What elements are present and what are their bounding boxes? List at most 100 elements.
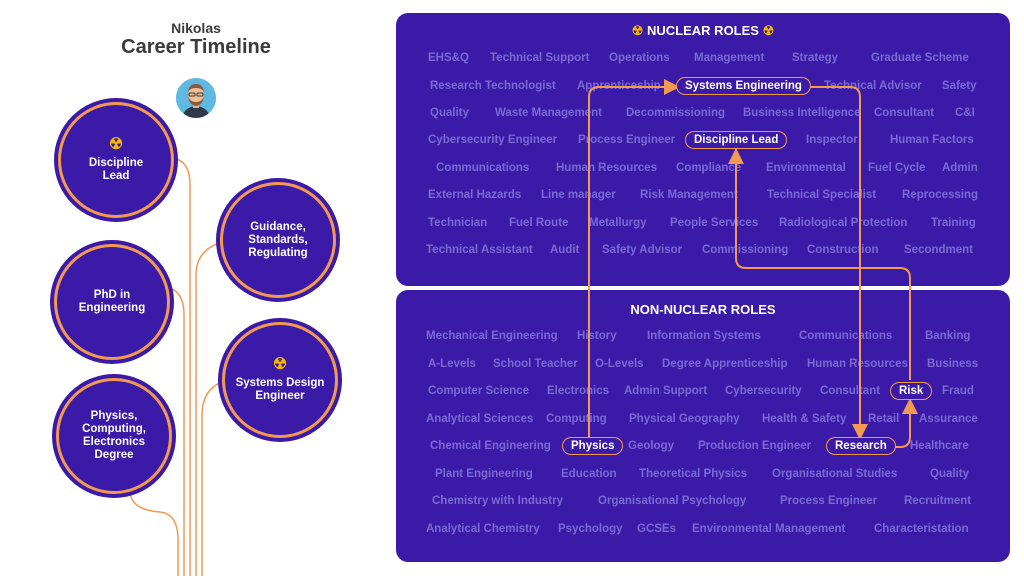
role-item: Technical Specialist <box>767 189 877 201</box>
role-item: Communications <box>436 162 530 174</box>
role-item: Safety Advisor <box>602 244 683 256</box>
role-item: Organisational Studies <box>772 468 898 480</box>
role-item: Plant Engineering <box>435 468 533 480</box>
role-item: Waste Management <box>495 107 602 119</box>
person-avatar-icon <box>176 78 216 118</box>
role-item: Analytical Chemistry <box>426 523 540 535</box>
timeline-label-line: Systems Design <box>235 376 325 389</box>
role-item: Decommissioning <box>626 107 726 119</box>
radiation-icon: ☢ <box>631 23 644 38</box>
role-item: Communications <box>799 330 893 342</box>
role-item: Chemical Engineering <box>430 440 551 452</box>
timeline-label-line: PhD in <box>93 289 131 301</box>
timeline-item-systems-design-engineer: ☢ Systems Design Engineer <box>222 322 338 438</box>
role-item: Risk Management <box>640 189 738 201</box>
role-item: School Teacher <box>493 358 578 370</box>
role-item: Technical Advisor <box>824 80 922 92</box>
radiation-icon: ☢ <box>272 355 288 373</box>
role-item: Consultant <box>874 107 935 119</box>
role-item: Psychology <box>558 523 623 535</box>
role-item: Theoretical Physics <box>639 468 748 480</box>
role-item: Computer Science <box>428 385 529 397</box>
timeline-label-line: Computing, <box>82 423 146 435</box>
role-item: Inspector <box>806 134 858 146</box>
role-item: Research Technologist <box>430 80 556 92</box>
highlighted-role-physics: Physics <box>562 437 624 455</box>
role-item: GCSEs <box>637 523 676 535</box>
role-item: O-Levels <box>595 358 644 370</box>
role-item: Human Resources <box>807 358 908 370</box>
role-item: Environmental Management <box>692 523 846 535</box>
role-item: Fraud <box>942 385 974 397</box>
role-item: Radiological Protection <box>779 217 908 229</box>
role-item: Admin Support <box>624 385 708 397</box>
nuclear-roles-panel: ☢ NUCLEAR ROLES ☢ EHS&Q Technical Suppor… <box>396 13 1010 286</box>
role-item: Organisational Psychology <box>598 495 747 507</box>
role-item: Chemistry with Industry <box>432 495 563 507</box>
role-item: Metallurgy <box>589 217 647 229</box>
timeline-item-phd: PhD in Engineering <box>54 244 170 360</box>
role-item: Consultant <box>820 385 881 397</box>
role-item: EHS&Q <box>428 52 469 64</box>
role-item: Compliance <box>676 162 742 174</box>
role-item: History <box>577 330 617 342</box>
role-item: Apprenticeship <box>577 80 661 92</box>
highlighted-role-research: Research <box>826 437 896 455</box>
highlighted-role-risk: Risk <box>890 382 933 400</box>
role-item: People Services <box>670 217 759 229</box>
timeline-label-line: Regulating <box>248 246 308 259</box>
role-item: Business <box>927 358 979 370</box>
highlighted-role-systems-engineering: Systems Engineering <box>676 77 811 95</box>
role-item: Fuel Route <box>509 217 569 229</box>
radiation-icon: ☢ <box>108 135 124 153</box>
timeline-header: Nikolas Career Timeline <box>96 20 296 58</box>
timeline-item-degree: Physics, Computing, Electronics Degree <box>56 378 172 494</box>
role-item: Banking <box>925 330 971 342</box>
timeline-label-line: Discipline <box>88 156 144 169</box>
role-item: Computing <box>546 413 607 425</box>
role-item: Technical Assistant <box>426 244 533 256</box>
role-item: Commissioning <box>702 244 789 256</box>
role-item: Technician <box>428 217 488 229</box>
timeline-label-line: Lead <box>102 169 130 182</box>
timeline-item-discipline-lead: ☢ Discipline Lead <box>58 102 174 218</box>
role-item: Healthcare <box>910 440 969 452</box>
role-item: Assurance <box>919 413 978 425</box>
role-item: Operations <box>609 52 670 64</box>
role-item: Environmental <box>766 162 846 174</box>
avatar <box>176 78 216 118</box>
timeline-label-line: Degree <box>94 449 134 461</box>
role-item: Recruitment <box>904 495 972 507</box>
role-item: Human Resources <box>556 162 657 174</box>
role-item: Process Engineer <box>780 495 878 507</box>
role-item: Production Engineer <box>698 440 812 452</box>
timeline-item-guidance: Guidance, Standards, Regulating <box>220 182 336 298</box>
role-item: Characteristation <box>874 523 969 535</box>
panel-title-text: NUCLEAR ROLES <box>647 23 759 38</box>
timeline-connectors <box>129 157 223 576</box>
role-item: Quality <box>430 107 469 119</box>
role-item: Line manager <box>541 189 616 201</box>
role-item: Degree Apprenticeship <box>662 358 788 370</box>
timeline-label-line: Engineering <box>78 302 146 314</box>
role-item: Graduate Scheme <box>871 52 969 64</box>
page-title: Career Timeline <box>121 36 271 58</box>
role-item: Management <box>694 52 765 64</box>
non-nuclear-roles-panel: NON-NUCLEAR ROLES Mechanical Engineering… <box>396 290 1010 562</box>
role-item: Quality <box>930 468 969 480</box>
role-item: Physical Geography <box>629 413 740 425</box>
role-item: C&I <box>955 107 975 119</box>
role-item: Process Engineer <box>578 134 676 146</box>
role-item: External Hazards <box>428 189 522 201</box>
role-item: Safety <box>942 80 977 92</box>
role-item: Information Systems <box>647 330 761 342</box>
role-item: Cybersecurity Engineer <box>428 134 558 146</box>
role-item: Mechanical Engineering <box>426 330 558 342</box>
timeline-label-line: Guidance, <box>250 220 306 233</box>
role-item: Human Factors <box>890 134 974 146</box>
non-nuclear-roles-title: NON-NUCLEAR ROLES <box>630 302 776 317</box>
role-item: Retail <box>868 413 900 425</box>
role-item: Geology <box>628 440 675 452</box>
nuclear-roles-title: ☢ NUCLEAR ROLES ☢ <box>396 23 1010 39</box>
person-name: Nikolas <box>171 20 221 36</box>
